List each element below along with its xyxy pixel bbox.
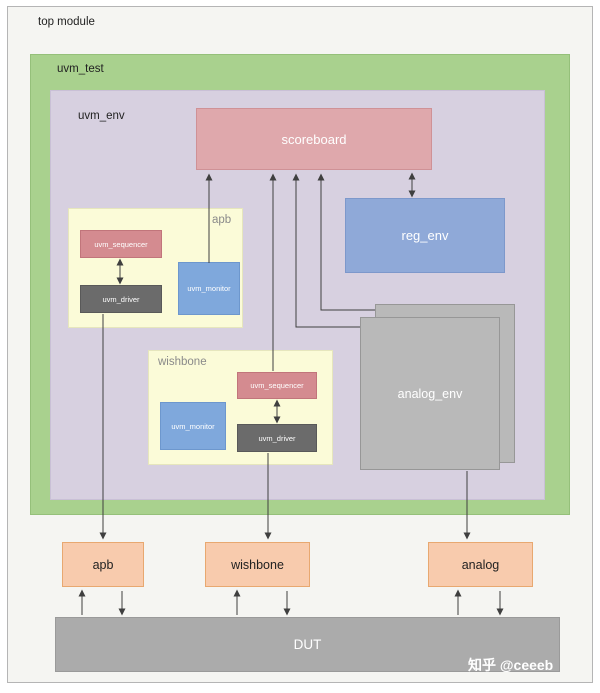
wishbone-driver-label: uvm_driver <box>258 433 296 443</box>
uvm-test-label: uvm_test <box>57 63 104 75</box>
interface-wishbone-box: wishbone <box>205 542 310 587</box>
interface-analog-box: analog <box>428 542 533 587</box>
wishbone-driver-box: uvm_driver <box>237 424 317 452</box>
watermark: 知乎 @ceeeb <box>468 657 554 673</box>
dut-label: DUT <box>293 637 322 652</box>
apb-sequencer-box: uvm_sequencer <box>80 230 162 258</box>
analog-env-box: analog_env <box>360 317 500 470</box>
top-module-label: top module <box>38 16 95 28</box>
interface-apb-box: apb <box>62 542 144 587</box>
apb-sequencer-label: uvm_sequencer <box>94 239 148 249</box>
wishbone-monitor-label: uvm_monitor <box>171 421 215 431</box>
apb-monitor-label: uvm_monitor <box>187 284 231 293</box>
uvm-env-label: uvm_env <box>78 110 125 122</box>
apb-agent-label: apb <box>212 214 232 226</box>
apb-monitor-box: uvm_monitor <box>178 262 240 315</box>
reg-env-box: reg_env <box>345 198 505 273</box>
reg-env-label: reg_env <box>401 228 449 243</box>
apb-driver-label: uvm_driver <box>102 294 140 304</box>
scoreboard-box: scoreboard <box>196 108 432 170</box>
apb-driver-box: uvm_driver <box>80 285 162 313</box>
dut-box: DUT <box>55 617 560 672</box>
scoreboard-label: scoreboard <box>281 131 347 147</box>
wishbone-monitor-box: uvm_monitor <box>160 402 226 450</box>
analog-env-label: analog_env <box>397 386 463 401</box>
interface-wishbone-label: wishbone <box>231 557 284 572</box>
interface-analog-label: analog <box>461 557 500 572</box>
wishbone-sequencer-label: uvm_sequencer <box>250 381 304 390</box>
interface-apb-label: apb <box>92 557 114 572</box>
wishbone-agent-label: wishbone <box>158 356 207 368</box>
wishbone-sequencer-box: uvm_sequencer <box>237 372 317 399</box>
